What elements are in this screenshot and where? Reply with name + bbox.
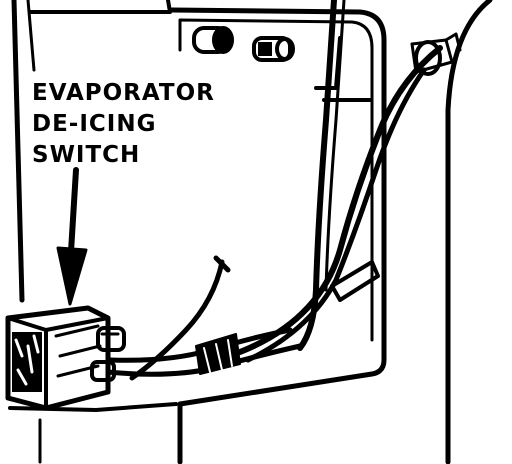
hose-inner — [245, 67, 427, 363]
switch-mount-shelf — [8, 402, 178, 412]
loose-wire — [129, 259, 225, 381]
callout-line-3: SWITCH — [32, 142, 141, 168]
callout-arrow — [56, 167, 88, 306]
capillary-tube-a — [297, 0, 337, 351]
callout-line-1: EVAPORATOR — [32, 80, 215, 106]
switch-callout-label: EVAPORATOR DE-ICING SWITCH — [32, 78, 215, 171]
hose-outer — [237, 45, 443, 355]
frame-top — [28, 0, 172, 14]
capillary-tube-a-inner — [324, 0, 346, 292]
panel-fitting-left — [192, 26, 234, 54]
housing-panel — [169, 7, 387, 464]
callout-line-2: DE-ICING — [32, 111, 157, 137]
wire-tape-wrap — [195, 333, 241, 375]
frame-left-edge — [11, 0, 25, 303]
cabinet-right-edge — [445, 0, 493, 464]
panel-bracket — [314, 36, 372, 102]
housing-inner-edge — [178, 18, 374, 342]
panel-fitting-right — [252, 36, 295, 62]
loose-wire-end — [213, 255, 231, 273]
hose-clip — [330, 260, 380, 302]
deicing-switch — [5, 305, 126, 411]
